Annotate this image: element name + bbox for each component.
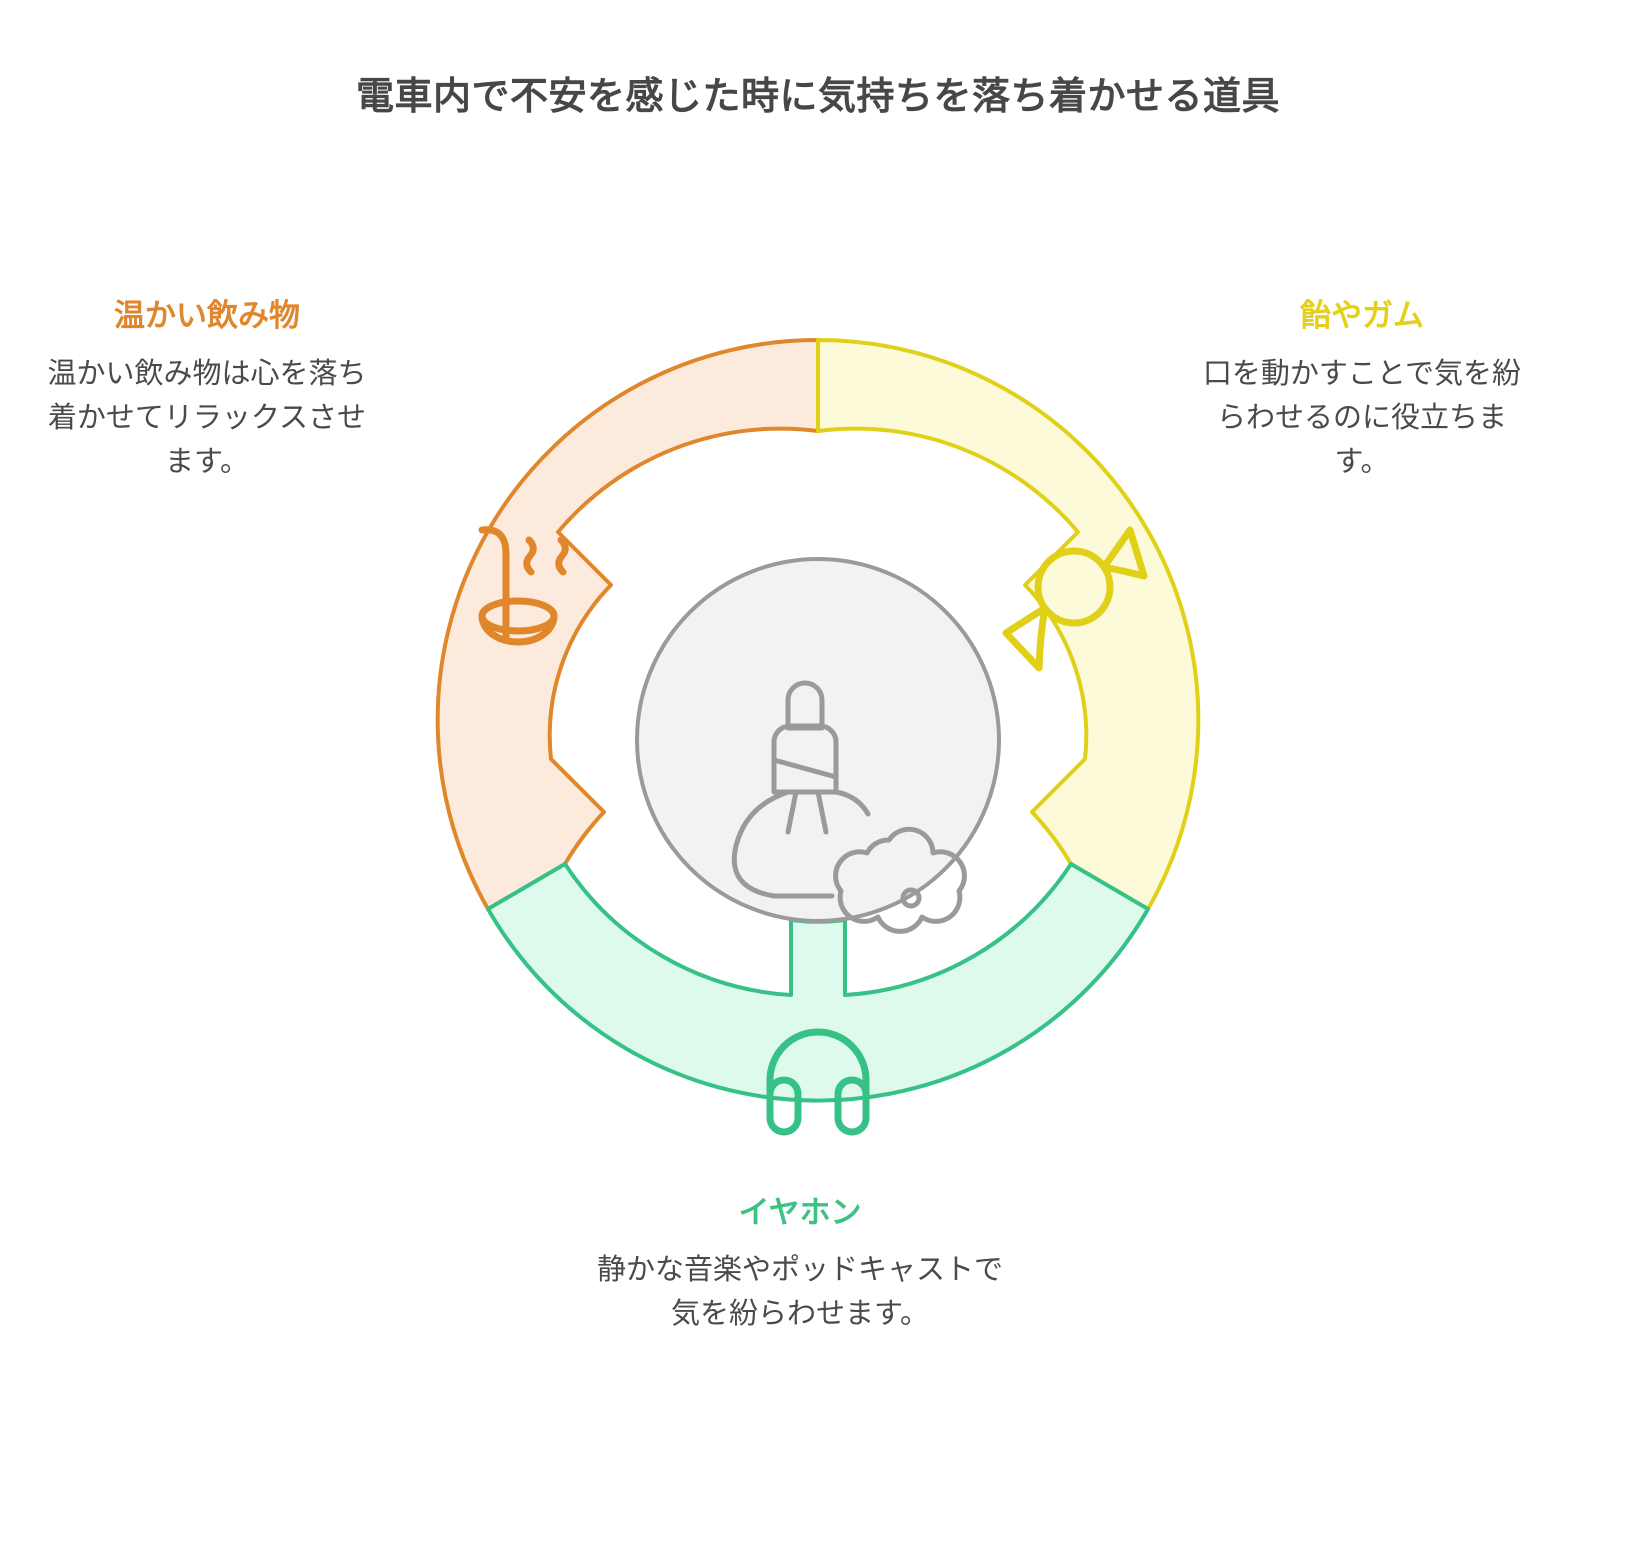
wrapped-candy-icon	[1002, 526, 1148, 672]
center-circle[interactable]	[635, 557, 1001, 923]
label-description-earphones: 静かな音楽やポッドキャストで気を紛らわせます。	[596, 1254, 1003, 1330]
ladle-steam-icon	[478, 526, 569, 646]
label-heading-warm-drink: 温かい飲み物	[114, 298, 300, 333]
label-heading-candy-gum: 飴やガム	[1300, 298, 1424, 333]
label-heading-earphones: イヤホン	[738, 1195, 862, 1230]
aroma-bottle-flower-icon	[731, 680, 967, 934]
label-block-warm-drink: 温かい飲み物 温かい飲み物は心を落ち着かせてリラックスさせます。	[42, 296, 372, 485]
label-description-candy-gum: 口を動かすことで気を紛らわせるのに役立ちます。	[1202, 358, 1522, 479]
headphones-icon	[766, 1028, 870, 1136]
page-title: 電車内で不安を感じた時に気持ちを落ち着かせる道具	[355, 76, 1280, 118]
label-block-earphones: イヤホン 静かな音楽やポッドキャストで気を紛らわせます。	[590, 1193, 1010, 1336]
flower-icon	[833, 826, 967, 934]
label-block-candy-gum: 飴やガム 口を動かすことで気を紛らわせるのに役立ちます。	[1197, 296, 1527, 485]
center-hub[interactable]	[635, 557, 1001, 934]
label-description-warm-drink: 温かい飲み物は心を落ち着かせてリラックスさせます。	[47, 358, 367, 479]
segment-earphones[interactable]	[486, 862, 1150, 1136]
donut-wheel-diagram	[435, 338, 1201, 1136]
segment-earphones-shape[interactable]	[486, 862, 1150, 1103]
